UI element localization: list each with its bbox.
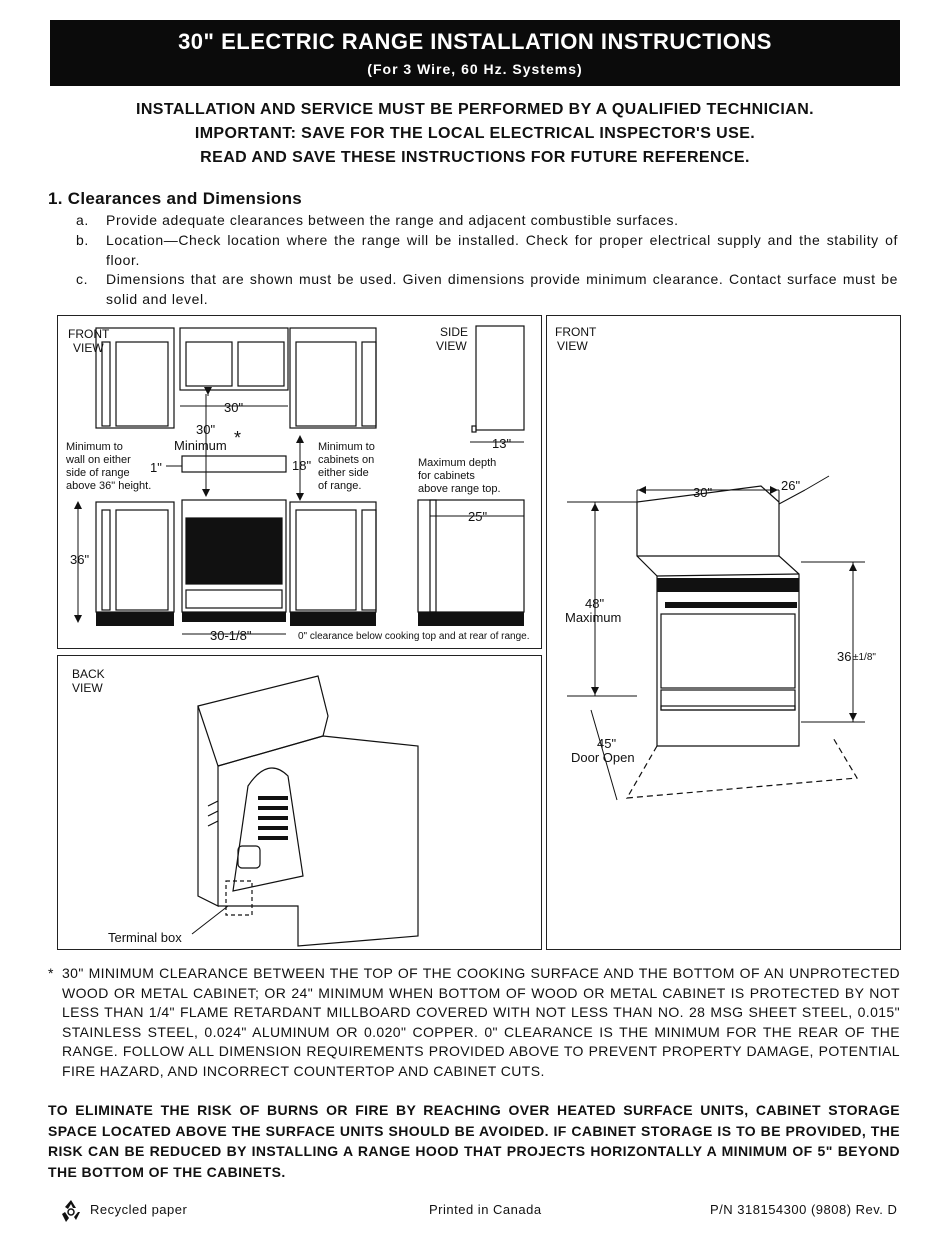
front-view-label-1: FRONT xyxy=(68,327,110,341)
range-front-view-label-2: VIEW xyxy=(557,339,588,353)
dim-30-min-label-1: 30" xyxy=(196,422,215,437)
warning-line-2: IMPORTANT: SAVE FOR THE LOCAL ELECTRICAL… xyxy=(194,125,756,142)
min-wall-line-3: side of range xyxy=(66,467,130,479)
title-bar: 30" ELECTRIC RANGE INSTALLATION INSTRUCT… xyxy=(50,20,900,86)
list-item-text: Provide adequate clearances between the … xyxy=(106,212,679,228)
dim-1-label: 1" xyxy=(150,460,162,475)
list-item-label: c. xyxy=(76,271,89,287)
front-side-view-panel: FRONT VIEW SIDE VIEW 30" 30" Minimum * M… xyxy=(57,315,542,649)
document-title: 30" ELECTRIC RANGE INSTALLATION INSTRUCT… xyxy=(178,29,772,54)
dim-30-18-label: 30-1/8" xyxy=(210,628,252,643)
zero-clearance-label: 0" clearance below cooking top and at re… xyxy=(298,631,529,642)
min-cab-line-2: cabinets on xyxy=(318,454,374,466)
min-wall-line-1: Minimum to xyxy=(66,441,123,453)
range-dim-26-label: 26" xyxy=(781,478,800,493)
document-subtitle: (For 3 Wire, 60 Hz. Systems) xyxy=(367,61,583,77)
min-wall-line-4: above 36" height. xyxy=(66,480,151,492)
min-wall-line-2: wall on either xyxy=(65,454,131,466)
list-item-text: Location—Check location where the range … xyxy=(106,232,898,268)
range-dimensions-diagram: FRONT VIEW 30" 26" 48" Maximum 36 ±1/8" … xyxy=(555,325,876,801)
recycled-paper-label: Recycled paper xyxy=(90,1202,188,1217)
range-dim-30-label: 30" xyxy=(693,485,712,500)
front-side-view-diagram: FRONT VIEW SIDE VIEW 30" 30" Minimum * M… xyxy=(65,325,529,643)
back-view-panel: BACK VIEW Terminal box xyxy=(57,655,542,950)
range-dim-45-label-2: Door Open xyxy=(571,750,635,765)
recycle-icon xyxy=(58,1198,84,1224)
list-item-label: b. xyxy=(76,232,89,248)
side-view-label-1: SIDE xyxy=(440,325,468,339)
list-item: c. Dimensions that are shown must be use… xyxy=(76,270,898,310)
max-depth-line-3: above range top. xyxy=(418,483,501,495)
back-view-diagram: BACK VIEW Terminal box xyxy=(72,667,419,947)
list-item-text: Dimensions that are shown must be used. … xyxy=(106,271,898,307)
range-dim-48-label-2: Maximum xyxy=(565,610,621,625)
min-cab-line-4: of range. xyxy=(318,480,361,492)
range-dim-36-tol-label: ±1/8" xyxy=(853,652,876,663)
asterisk-label: * xyxy=(234,428,241,448)
max-depth-line-2: for cabinets xyxy=(418,470,475,482)
back-view-label-2: VIEW xyxy=(72,681,103,695)
section-heading: 1. Clearances and Dimensions xyxy=(48,189,303,208)
printed-in-label: Printed in Canada xyxy=(429,1202,542,1217)
dim-13-label: 13" xyxy=(492,436,511,451)
footnote-asterisk: * xyxy=(48,965,54,981)
range-dim-45-label-1: 45" xyxy=(597,736,616,751)
footnote: * 30" MINIMUM CLEARANCE BETWEEN THE TOP … xyxy=(48,964,900,1082)
front-view-label-2: VIEW xyxy=(73,341,104,355)
max-depth-line-1: Maximum depth xyxy=(418,457,496,469)
range-dim-48-label-1: 48" xyxy=(585,596,604,611)
dim-25-label: 25" xyxy=(468,509,487,524)
warning-line-3: READ AND SAVE THESE INSTRUCTIONS FOR FUT… xyxy=(200,149,750,166)
min-cab-line-1: Minimum to xyxy=(318,441,375,453)
cabinet-storage-warning: TO ELIMINATE THE RISK OF BURNS OR FIRE B… xyxy=(48,1102,900,1180)
list-item: b. Location—Check location where the ran… xyxy=(76,231,898,271)
side-view-label-2: VIEW xyxy=(436,339,467,353)
list-item: a. Provide adequate clearances between t… xyxy=(76,211,898,231)
dim-18-label: 18" xyxy=(292,458,311,473)
range-dim-36-label: 36 xyxy=(837,649,851,664)
dim-30-min-label-2: Minimum xyxy=(174,438,227,453)
back-view-label-1: BACK xyxy=(72,667,105,681)
list-item-label: a. xyxy=(76,212,89,228)
range-front-view-label-1: FRONT xyxy=(555,325,597,339)
warning-line-1: INSTALLATION AND SERVICE MUST BE PERFORM… xyxy=(136,101,814,118)
terminal-box-label: Terminal box xyxy=(108,930,182,945)
dim-30-label: 30" xyxy=(224,400,243,415)
part-number-label: P/N 318154300 (9808) Rev. D xyxy=(710,1202,898,1217)
dim-36-label: 36" xyxy=(70,552,89,567)
range-dimensions-panel: FRONT VIEW 30" 26" 48" Maximum 36 ±1/8" … xyxy=(546,315,901,950)
min-cab-line-3: either side xyxy=(318,467,369,479)
footnote-text: 30" MINIMUM CLEARANCE BETWEEN THE TOP OF… xyxy=(62,965,900,1079)
